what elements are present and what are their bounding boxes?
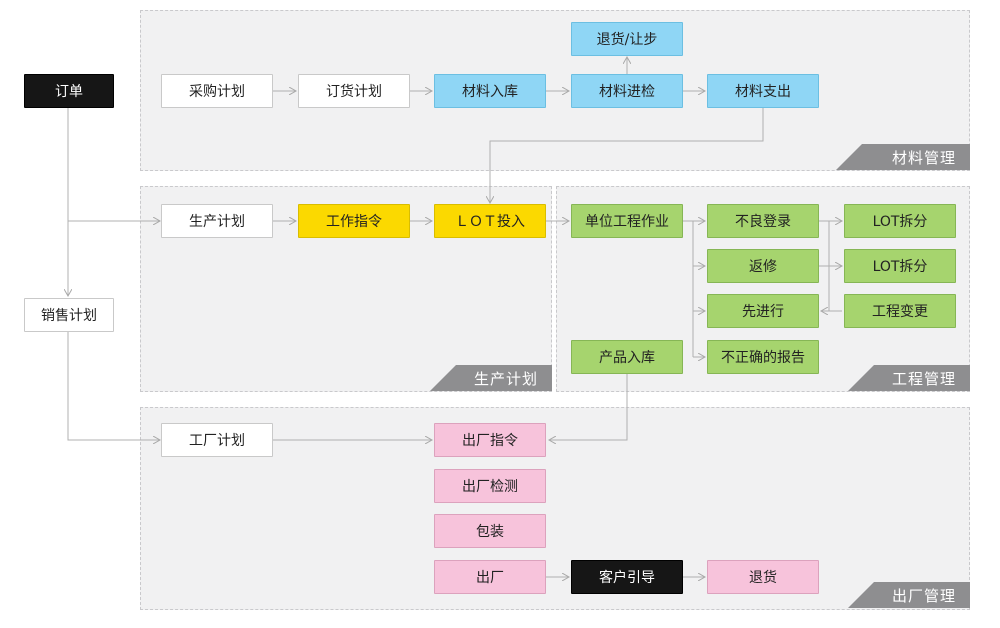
customer-guide-node: 客户引导 — [571, 560, 683, 594]
line-out-lot — [490, 108, 764, 203]
product-in-node: 产品入库 — [571, 340, 683, 374]
line-sales-factory — [67, 332, 160, 440]
ship-order-node: 出厂指令 — [434, 423, 546, 457]
work-order-node: 工作指令 — [298, 204, 410, 238]
incorrect-report-node: 不正确的报告 — [707, 340, 819, 374]
order-node: 订单 — [24, 74, 114, 108]
ship-out-node: 出厂 — [434, 560, 546, 594]
material-in-node: 材料入库 — [434, 74, 546, 108]
defect-register-node: 不良登录 — [707, 204, 819, 238]
material-inspect-node: 材料进检 — [571, 74, 683, 108]
advance-node: 先进行 — [707, 294, 819, 328]
lot-split-node-2: LOT拆分 — [844, 249, 956, 283]
lot-input-node: ＬＯＴ投入 — [434, 204, 546, 238]
engineering-change-node: 工程变更 — [844, 294, 956, 328]
line-product-ship — [549, 374, 628, 440]
production-plan-node: 生产计划 — [161, 204, 273, 238]
ordering-plan-node: 订货计划 — [298, 74, 410, 108]
return-goods-node: 退货 — [707, 560, 819, 594]
purchase-plan-node: 采购计划 — [161, 74, 273, 108]
lot-split-node-1: LOT拆分 — [844, 204, 956, 238]
material-out-node: 材料支出 — [707, 74, 819, 108]
engineering-management-tab: 工程管理 — [848, 365, 970, 391]
factory-plan-node: 工厂计划 — [161, 423, 273, 457]
rework-node: 返修 — [707, 249, 819, 283]
packing-node: 包装 — [434, 514, 546, 548]
material-management-tab: 材料管理 — [836, 144, 970, 170]
return-concession-node: 退货/让步 — [571, 22, 683, 56]
sales-plan-node: 销售计划 — [24, 298, 114, 332]
unit-work-node: 单位工程作业 — [571, 204, 683, 238]
ship-inspect-node: 出厂检测 — [434, 469, 546, 503]
